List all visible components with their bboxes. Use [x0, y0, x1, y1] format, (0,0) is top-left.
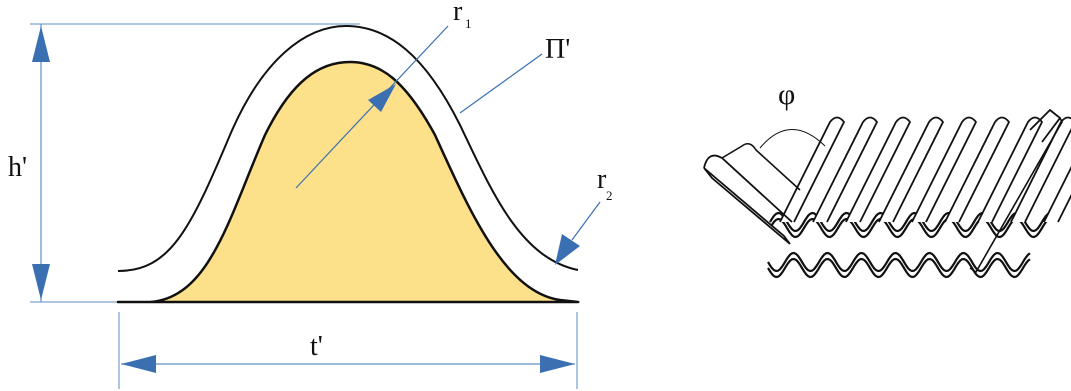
r1-subscript: 1	[465, 16, 472, 31]
r2-leader-line	[571, 201, 601, 241]
height-label: h'	[8, 152, 27, 183]
sheet-ridge	[1010, 116, 1071, 223]
pitch-arrow-left-icon	[121, 355, 156, 373]
sheet-ridge	[812, 116, 878, 223]
sheet-stack	[703, 108, 1071, 279]
r2-arrow-icon	[555, 234, 580, 265]
lower-wave-line	[767, 251, 1031, 273]
left-sheet-fold	[703, 154, 793, 223]
r2-label: r	[597, 164, 607, 195]
pitch-label: t'	[310, 331, 323, 362]
right-sheet-edge	[1029, 108, 1062, 143]
pi-label: Π'	[545, 34, 570, 65]
profile-figure: h' t' r 1 Π' r 2	[8, 0, 613, 389]
r1-arrow-icon	[368, 84, 396, 112]
r2-subscript: 2	[606, 188, 613, 203]
r1-label: r	[453, 0, 463, 27]
left-sheet-edge	[703, 167, 791, 245]
profile-fill	[116, 60, 580, 304]
right-sheet-side	[969, 117, 1063, 274]
phi-label: φ	[778, 78, 795, 111]
sheet-ridge	[878, 116, 944, 223]
pitch-arrow-right-icon	[540, 355, 575, 373]
r1-leader-line	[295, 25, 449, 189]
pi-leader-line	[459, 53, 543, 114]
angle-arc	[759, 129, 826, 149]
sheet-ridge	[779, 116, 845, 223]
left-sheet-ridge	[721, 142, 801, 191]
sheet-ridge	[911, 116, 977, 223]
lower-wave-line-inner	[767, 257, 1031, 279]
height-arrow-up-icon	[32, 26, 50, 62]
sheet-ridge	[944, 116, 1010, 223]
height-arrow-down-icon	[32, 264, 50, 300]
sheet-ridge	[845, 116, 911, 223]
sheet-ridge	[1043, 165, 1071, 223]
sheet-outer-line	[117, 24, 579, 272]
crossed-sheets-figure: φ	[703, 78, 1071, 279]
sheet-ridge	[977, 116, 1043, 223]
